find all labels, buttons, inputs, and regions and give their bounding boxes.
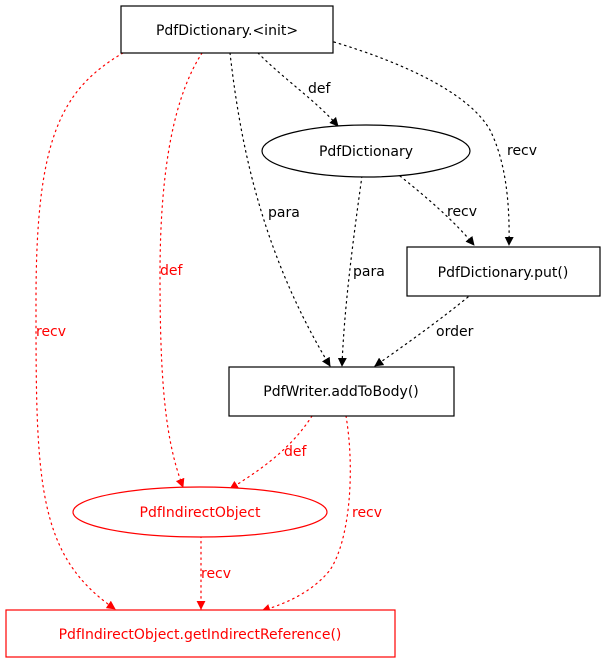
edge-indirect-object-to-get-reference: recv [196,535,231,610]
edge-line [333,41,514,246]
node-label: PdfDictionary [319,144,413,160]
edge-init-to-add: para [229,52,331,367]
node-pdfindirectobject-getindirectreference[interactable]: PdfIndirectObject.getIndirectReference() [5,609,396,658]
node-pdfdictionary-init[interactable]: PdfDictionary.<init> [120,5,334,54]
node-box [228,366,455,417]
edge-put-to-add: order [374,296,474,367]
node-label: PdfIndirectObject [140,505,261,521]
edge-line [374,296,469,367]
node-pdfindirectobject[interactable]: PdfIndirectObject [72,486,328,538]
edge-line [337,175,363,367]
edge-line [257,52,339,127]
edge-label: para [268,205,300,221]
edge-line [261,415,351,613]
edge-dict-to-add: para [337,175,385,367]
edge-line [229,415,313,490]
node-box [406,246,601,297]
node-pdfdictionary-put[interactable]: PdfDictionary.put() [406,246,601,297]
edge-label: def [308,81,332,97]
edge-init-to-dict: def [257,52,339,127]
node-label: PdfDictionary.<init> [156,23,298,39]
node-ellipse [261,124,471,178]
edge-label: order [436,324,474,340]
node-ellipse [72,486,328,538]
edge-line [159,52,203,488]
edge-line [35,52,124,610]
edge-label: recv [36,324,66,340]
edge-label: para [353,264,385,280]
edge-add-to-get-reference: recv [261,415,382,613]
edge-label: recv [507,143,537,159]
edge-label: def [160,263,184,279]
node-label: PdfWriter.addToBody() [263,384,419,400]
edge-init-to-put: recv [333,41,537,246]
edge-line [399,175,475,246]
node-pdfdictionary[interactable]: PdfDictionary [261,124,471,178]
node-pdfwriter-addtobody[interactable]: PdfWriter.addToBody() [228,366,455,417]
edge-add-to-indirect-object: def [229,415,313,490]
edge-label: def [284,444,308,460]
node-box [120,5,334,54]
node-label: PdfDictionary.put() [438,265,569,281]
node-label: PdfIndirectObject.getIndirectReference() [59,627,342,643]
edge-label: recv [352,505,382,521]
edge-line [229,52,331,367]
edge-init-to-indirect-object: def [159,52,203,488]
edge-dict-to-put: recv [399,175,477,246]
edge-init-to-get-reference: recv [35,52,124,610]
edge-label: recv [201,566,231,582]
edge-label: recv [447,204,477,220]
node-box [5,609,396,658]
